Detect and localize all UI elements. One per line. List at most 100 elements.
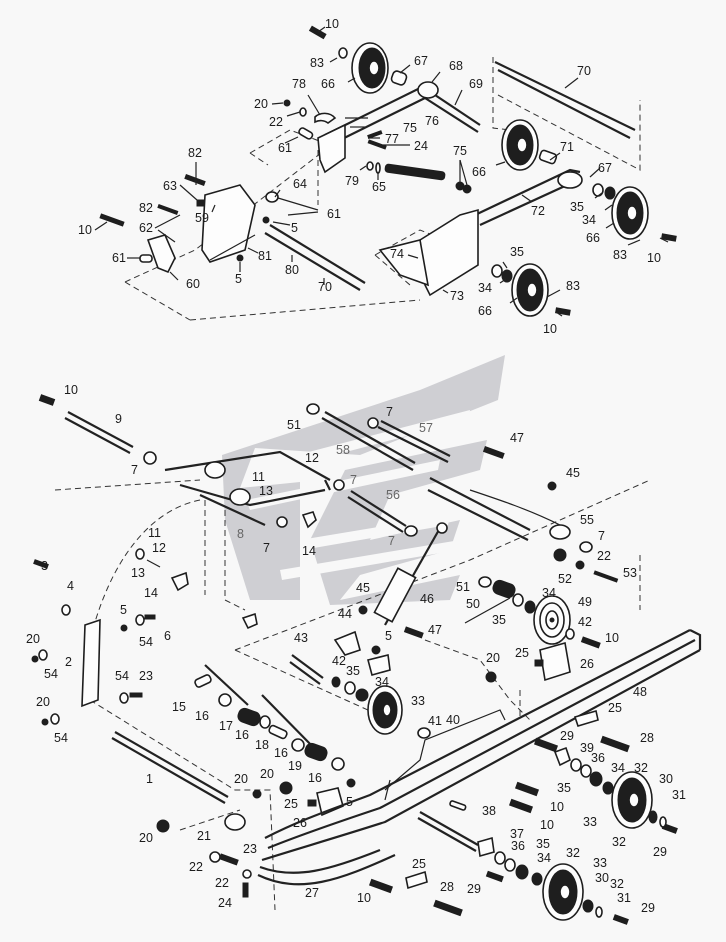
idler-wheel-icon: [351, 42, 389, 94]
callout-label: 5: [291, 221, 298, 235]
slide-rail-icon: [257, 629, 702, 886]
front-arm-assembly: [99, 25, 677, 317]
callout-label: 11: [252, 470, 265, 484]
callout-label: 10: [605, 631, 619, 645]
spring-icon: [384, 163, 446, 181]
callout-label: 68: [449, 59, 463, 73]
callout-label: 10: [543, 322, 557, 336]
callout-label: 40: [446, 713, 460, 727]
callout-label: 78: [292, 77, 306, 91]
callout-label: 29: [467, 882, 481, 896]
callout-label: 19: [288, 759, 302, 773]
callout-label: 2: [65, 655, 72, 669]
callout-label: 33: [411, 694, 425, 708]
rear-arm-and-rail-assembly: [32, 395, 702, 925]
callout-label: 49: [578, 595, 592, 609]
callout-label: 20: [486, 651, 500, 665]
callout-label: 69: [469, 77, 483, 91]
callout-label: 32: [634, 761, 648, 775]
callout-label: 14: [144, 586, 158, 600]
callout-label: 25: [515, 646, 529, 660]
callout-label: 54: [44, 667, 58, 681]
callout-label: 35: [536, 837, 550, 851]
callout-label: 29: [653, 845, 667, 859]
idler-wheel-icon: [511, 263, 549, 317]
callout-label: 54: [54, 731, 68, 745]
callout-label: 43: [294, 631, 308, 645]
callout-label: 5: [120, 603, 127, 617]
callout-label: 54: [115, 669, 129, 683]
callout-label: 28: [440, 880, 454, 894]
callout-label: 21: [197, 829, 211, 843]
callout-label: 25: [284, 797, 298, 811]
callout-label: 4: [67, 579, 74, 593]
callout-label: 26: [293, 816, 307, 830]
callout-label: 33: [593, 856, 607, 870]
callout-label: 35: [510, 245, 524, 259]
callout-label: 45: [356, 581, 370, 595]
callout-label: 30: [659, 772, 673, 786]
callout-label: 20: [260, 767, 274, 781]
callout-label: 61: [327, 207, 341, 221]
callout-label: 56: [386, 488, 400, 502]
callout-label: 72: [531, 204, 545, 218]
callout-label: 6: [164, 629, 171, 643]
callout-label: 20: [26, 632, 40, 646]
callout-label: 32: [610, 877, 624, 891]
callout-label: 61: [112, 251, 126, 265]
callout-label: 16: [308, 771, 322, 785]
callout-label: 57: [419, 421, 433, 435]
callout-label: 23: [243, 842, 257, 856]
callout-label: 76: [425, 114, 439, 128]
callout-label: 25: [412, 857, 426, 871]
callout-label: 35: [492, 613, 506, 627]
callout-label: 82: [188, 146, 202, 160]
callout-label: 30: [595, 871, 609, 885]
callout-label: 34: [582, 213, 596, 227]
callout-labels: 10 83 66 67 68 69 70 78 20 22 61 76 75 7…: [26, 17, 686, 915]
callout-label: 28: [640, 731, 654, 745]
callout-label: 13: [259, 484, 273, 498]
callout-label: 80: [285, 263, 299, 277]
callout-label: 82: [139, 201, 153, 215]
bogie-wheel-icon: [367, 685, 403, 735]
callout-label: 12: [152, 541, 166, 555]
callout-label: 46: [420, 592, 434, 606]
callout-label: 63: [163, 179, 177, 193]
callout-label: 22: [189, 860, 203, 874]
callout-label: 24: [414, 139, 428, 153]
callout-label: 51: [456, 580, 470, 594]
callout-label: 48: [633, 685, 647, 699]
callout-label: 29: [641, 901, 655, 915]
callout-label: 71: [560, 140, 574, 154]
callout-label: 67: [598, 161, 612, 175]
callout-label: 22: [597, 549, 611, 563]
callout-label: 7: [598, 529, 605, 543]
callout-label: 34: [478, 281, 492, 295]
callout-label: 10: [78, 223, 92, 237]
callout-label: 79: [345, 174, 359, 188]
callout-label: 66: [472, 165, 486, 179]
callout-label: 66: [478, 304, 492, 318]
callout-label: 18: [255, 738, 269, 752]
callout-label: 27: [305, 886, 319, 900]
callout-label: 75: [403, 121, 417, 135]
callout-label: 22: [269, 115, 283, 129]
callout-label: 60: [186, 277, 200, 291]
bogie-wheel-icon: [533, 595, 571, 645]
assembly-guide-lines-top: [124, 57, 641, 321]
idler-wheel-icon: [611, 186, 649, 240]
callout-label: 22: [215, 876, 229, 890]
callout-label: 53: [623, 566, 637, 580]
callout-label: 55: [580, 513, 594, 527]
callout-label: 5: [385, 629, 392, 643]
callout-label: 31: [672, 788, 686, 802]
callout-label: 45: [566, 466, 580, 480]
callout-label: 52: [558, 572, 572, 586]
callout-label: 7: [386, 405, 393, 419]
callout-label: 35: [570, 200, 584, 214]
callout-label: 16: [274, 746, 288, 760]
callout-label: 64: [293, 177, 307, 191]
callout-label: 3: [41, 559, 48, 573]
